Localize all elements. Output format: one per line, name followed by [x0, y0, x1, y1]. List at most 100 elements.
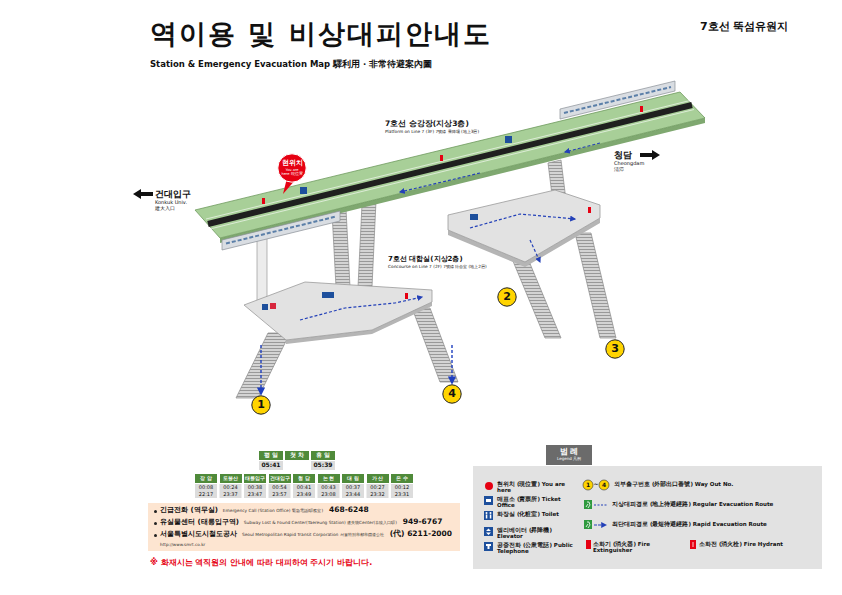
fire-extinguisher: [405, 293, 408, 299]
legend-icon: [490, 515, 492, 519]
legend-icon: [486, 529, 491, 536]
stairs: [358, 201, 376, 287]
timetable-time: 23:57: [269, 492, 291, 498]
timetable-cell: [195, 484, 217, 498]
timetable-header: 장 암: [195, 474, 217, 483]
contact-text: 468-6248: [329, 506, 369, 515]
subtitle: Station & Emergency Evacuation Map 驛利用 ·…: [150, 60, 432, 70]
timetable-time: 00:54: [269, 485, 291, 491]
stairs: [236, 333, 290, 398]
stairs: [412, 308, 458, 382]
fire-extinguisher: [262, 198, 265, 204]
direction-label-hanja: 建大入口: [155, 206, 175, 212]
right-concourse: [448, 190, 600, 267]
timetable-time: 00:12: [391, 485, 413, 491]
legend-icon: [586, 502, 590, 508]
you-are-here-marker: 현위치You are here 現位置: [277, 153, 307, 183]
right-concourse: [470, 214, 478, 220]
exit-number: 1: [251, 395, 271, 415]
contact-text: 긴급전화 (역무실): [160, 506, 218, 514]
contact-text: 949-6767: [403, 518, 443, 527]
direction-arrow: [640, 150, 660, 160]
timetable-cell: [311, 461, 335, 470]
evacuation-route-arrow: [451, 345, 452, 384]
timetable-cell: [367, 484, 389, 498]
timetable-cell: [391, 484, 413, 498]
evacuation-route: [565, 143, 600, 152]
exit-number-text: 4: [448, 388, 456, 401]
timetable-cell: [195, 461, 413, 498]
evacuation-route-arrow: [260, 345, 261, 395]
timetable-cell: [259, 461, 283, 470]
contact-text: 유실물센터 (태릉입구역): [160, 518, 239, 526]
legend-icon: [486, 515, 488, 519]
evacuation-route: [400, 173, 480, 192]
contact-text: Seoul Metropolitan Rapid Transit Corpora…: [242, 533, 384, 538]
timetable-cell: [318, 484, 340, 498]
concourse-floor: [244, 282, 432, 340]
timetable-header: 첫 차: [285, 451, 309, 460]
timetable-time: 00:41: [293, 485, 315, 491]
exit-number-sample: 4: [601, 482, 607, 489]
timetable-header: 온 수: [391, 474, 413, 483]
train: [222, 211, 340, 250]
circle-outline: [498, 288, 516, 306]
timetable-time: 00:27: [367, 485, 389, 491]
timetable-time: 05:41: [259, 462, 283, 469]
contact-text: 서울특별시도시철도공사: [160, 530, 237, 538]
timetable-header: 도봉산: [220, 474, 242, 483]
platform-edge: [210, 110, 694, 230]
level-name-sub: Platform on Line 7 (3F) 7號線 乘降場 (地上3層): [385, 130, 479, 135]
legend-text: 외부출구번호 (外部出口番號) Way Out No.: [614, 481, 814, 487]
circle-outline: [606, 340, 624, 358]
train: [226, 217, 336, 244]
legend-icon: [484, 496, 493, 505]
train: [222, 211, 340, 250]
bullet: [154, 534, 157, 537]
fire-notice: ※ 화재시는 역직원의 안내에 따라 대피하여 주시기 바랍니다.: [150, 558, 372, 567]
concourse-level: 7호선 대합실(지상2층)Concourse on Line 7 (2F) 7號…: [243, 255, 483, 345]
timetable-header: 논 현: [318, 474, 340, 483]
map-title: 역이용 및 비상대피안내도: [150, 18, 492, 49]
exit-number-text: 1: [257, 399, 265, 412]
level-outline: [188, 78, 708, 256]
timetable-time: 00:38: [244, 485, 266, 491]
toilet-icon: [262, 304, 268, 310]
bullet: [154, 522, 157, 525]
legend-text: 최단대피경로 (最短待避經路) Rapid Evacuation Route: [612, 521, 812, 527]
right-concourse: [588, 207, 591, 213]
timetable-header: 태릉입구: [244, 474, 266, 483]
legend-icon: [586, 522, 590, 528]
legend-heading: 범 례: [546, 447, 592, 456]
fire-extinguisher: [440, 155, 443, 161]
exit-number-text: 2: [503, 291, 511, 304]
ticket-office-icon: [322, 292, 334, 298]
legend-text: 화장실 (化粧室) Toilet: [497, 511, 579, 517]
legend-icon: [584, 520, 592, 529]
direction-label: 청담: [614, 150, 632, 160]
legend-icon: [693, 542, 694, 547]
timetable-header: 가 산: [367, 474, 389, 483]
legend-heading-sub: Legend 凡例: [546, 457, 592, 462]
platform-level: 현위치You are here 現位置7호선 승강장(지상3층)Platform…: [188, 78, 708, 256]
timetable-header: 휴 일: [311, 451, 335, 460]
timetable-time: 23:08: [318, 492, 340, 498]
legend-icon: [484, 511, 493, 520]
right-concourse: [470, 214, 575, 228]
legend-icon: [486, 544, 491, 549]
legend-text: 소화기 (消火器) Fire Extinguisher: [593, 541, 673, 554]
timetable-time: 23:47: [244, 492, 266, 498]
contact-panel: 긴급전화 (역무실)Emergency Call (Station Office…: [148, 503, 460, 551]
legend-icon: [484, 527, 493, 536]
timetable-time: 23:37: [220, 492, 242, 498]
elevator-icon: [300, 187, 307, 194]
fire-extinguisher: [640, 106, 643, 112]
timetable-time: 23:49: [293, 492, 315, 498]
direction-label: 건대입구: [155, 189, 191, 199]
exit-number-text: 3: [611, 343, 619, 356]
timetable-header: 건대입구: [269, 474, 291, 483]
legend-icon: [594, 524, 606, 525]
timetable-cell: [342, 484, 364, 498]
timetable-header: 청 담: [293, 474, 315, 483]
contact-text: Subway Lost & Found Center(Taereung Stat…: [244, 521, 397, 526]
